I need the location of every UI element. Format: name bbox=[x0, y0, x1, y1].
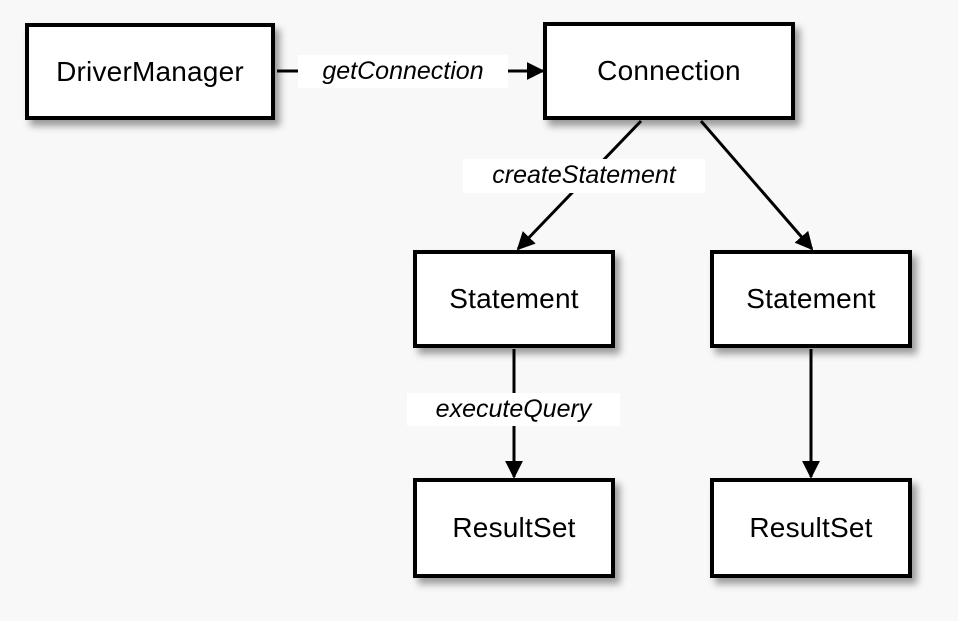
node-driver-manager-label: DriverManager bbox=[56, 55, 244, 87]
node-statement-left[interactable]: Statement bbox=[413, 250, 615, 348]
edge-label-create-statement: createStatement bbox=[463, 159, 705, 193]
edge-create-statement-right-line bbox=[699, 120, 814, 251]
node-resultset-left[interactable]: ResultSet bbox=[413, 478, 615, 578]
edge-label-get-connection: getConnection bbox=[298, 55, 508, 88]
node-connection-label: Connection bbox=[597, 55, 741, 86]
node-statement-right-label: Statement bbox=[746, 283, 876, 314]
node-statement-right[interactable]: Statement bbox=[710, 250, 912, 348]
node-resultset-right[interactable]: ResultSet bbox=[710, 478, 912, 578]
node-connection[interactable]: Connection bbox=[543, 22, 795, 120]
node-resultset-left-label: ResultSet bbox=[452, 512, 576, 543]
edge-label-execute-query: executeQuery bbox=[407, 393, 620, 426]
node-driver-manager[interactable]: DriverManager bbox=[25, 23, 275, 120]
node-statement-left-label: Statement bbox=[449, 283, 579, 314]
node-resultset-right-label: ResultSet bbox=[749, 512, 873, 543]
